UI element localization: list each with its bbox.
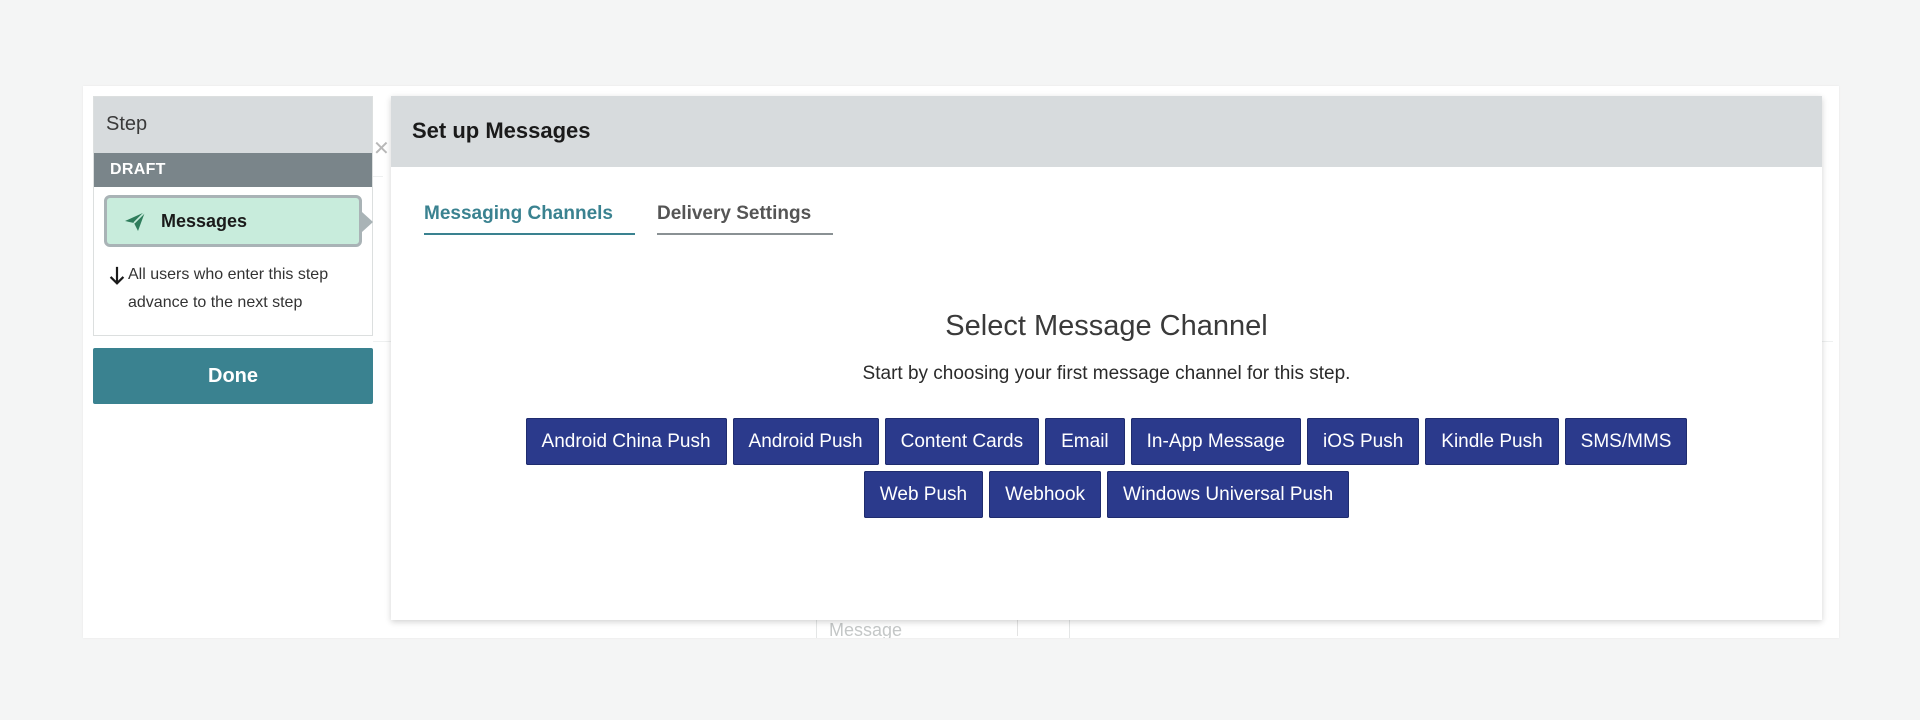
channel-button-in-app-message[interactable]: In-App Message [1130,418,1301,465]
modal-tabs: Messaging Channels Delivery Settings [424,203,855,235]
tab-delivery-settings[interactable]: Delivery Settings [657,203,834,235]
channel-button-kindle-push[interactable]: Kindle Push [1425,418,1559,465]
tab-messaging-channels[interactable]: Messaging Channels [424,203,635,235]
channel-button-email[interactable]: Email [1045,418,1125,465]
channel-button-windows-universal-push[interactable]: Windows Universal Push [1107,471,1350,518]
channel-button-android-push[interactable]: Android Push [732,418,879,465]
channel-button-sms-mms[interactable]: SMS/MMS [1564,418,1688,465]
channel-button-group: Android China Push Android Push Content … [491,418,1722,518]
draft-badge: DRAFT [94,153,372,187]
ghost-message-text: Message [829,620,903,638]
select-channel-title: Select Message Channel [945,310,1268,342]
arrow-down-icon [109,266,125,285]
close-icon: ✕ [373,138,390,160]
step-header: Step [94,97,372,153]
done-button[interactable]: Done [93,348,373,404]
card-pointer [362,212,373,232]
channel-button-web-push[interactable]: Web Push [863,471,984,518]
ghost-separator [1017,618,1018,636]
select-channel-subtitle: Start by choosing your first message cha… [862,363,1351,384]
messages-step-card[interactable]: Messages [104,195,373,247]
modal-title: Set up Messages [391,96,1822,167]
setup-messages-modal: Set up Messages Messaging Channels Deliv… [391,96,1822,620]
advance-note: All users who enter this step advance to… [106,261,368,317]
advance-text: All users who enter this step advance to… [128,266,329,311]
messages-step-label: Messages [161,210,248,231]
channel-button-content-cards[interactable]: Content Cards [884,418,1040,465]
paper-plane-icon [125,211,146,231]
channel-button-ios-push[interactable]: iOS Push [1307,418,1420,465]
channel-button-webhook[interactable]: Webhook [989,471,1102,518]
channel-button-android-china-push[interactable]: Android China Push [525,418,727,465]
step-panel: Step DRAFT Messages All users who enter … [93,96,373,336]
